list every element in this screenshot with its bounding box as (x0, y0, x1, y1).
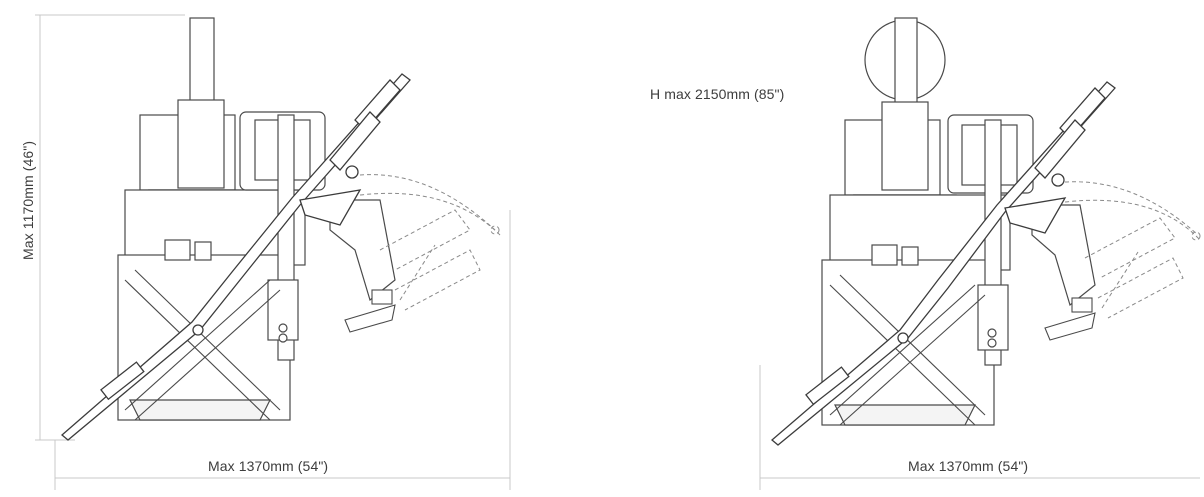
right-max-height-label: H max 2150mm (85") (650, 86, 785, 102)
right-clamp (1044, 297, 1096, 341)
right-crossing-arms (829, 274, 986, 426)
left-clamp (344, 289, 396, 333)
right-machine-diagram: H max 2150mm (85") Max 1370mm (54") (640, 0, 1204, 497)
right-boom (770, 81, 1116, 446)
right-dashed-positions (1064, 181, 1201, 319)
right-max-width-label: Max 1370mm (54") (908, 458, 1029, 474)
right-machine-drawing (759, 17, 1201, 490)
left-machine-drawing (35, 14, 511, 490)
left-dimension-lines (35, 14, 511, 490)
right-machine-body (821, 17, 1096, 426)
left-max-width-label: Max 1370mm (54") (208, 458, 329, 474)
left-machine-diagram: Max 1170mm (46") Max 1370mm (54") (0, 0, 560, 497)
right-dimension-lines (759, 365, 1200, 490)
left-dashed-positions (359, 174, 501, 311)
left-machine-body (117, 17, 396, 421)
left-boom (60, 73, 411, 441)
left-max-height-label: Max 1170mm (46") (20, 140, 36, 260)
left-crossing-arms (124, 269, 281, 421)
